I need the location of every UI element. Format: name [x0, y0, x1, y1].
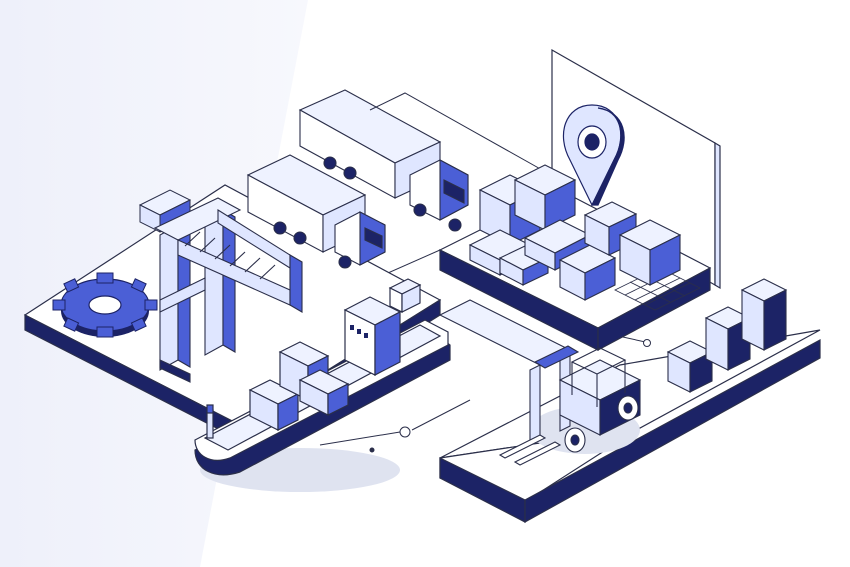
cargo-ship-icon [194, 278, 451, 492]
truck-icon [246, 154, 386, 269]
map-pin-icon [562, 104, 625, 207]
road-platform [369, 92, 561, 181]
crane-icon [153, 197, 303, 383]
gear-icon [52, 272, 158, 338]
bar-chart-icon [666, 278, 788, 393]
box-stack [468, 164, 682, 301]
forklift-icon [498, 345, 642, 466]
truck-icon-large [298, 89, 469, 232]
